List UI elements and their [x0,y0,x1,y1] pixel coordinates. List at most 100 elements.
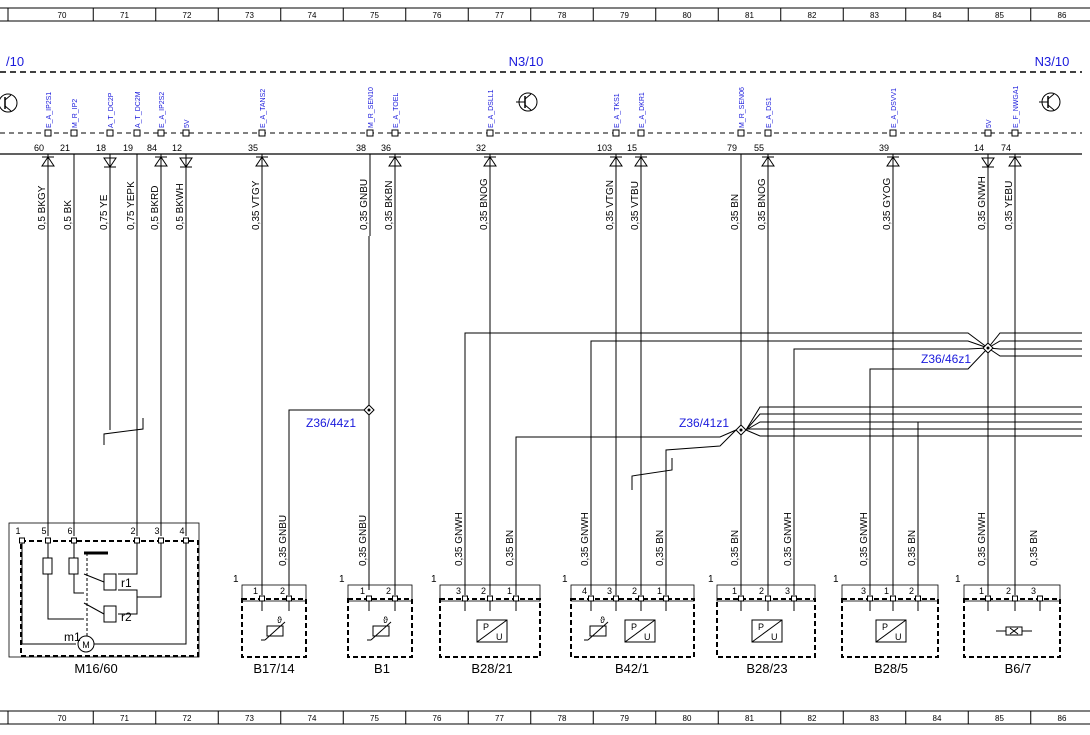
pin-number: 38 [356,143,366,153]
svg-text:P: P [758,622,764,632]
pin-number: 55 [754,143,764,153]
pin-number: 19 [123,143,133,153]
pin-number: 74 [1001,143,1011,153]
pin-number: 3 [607,586,612,596]
svg-text:U: U [496,632,503,642]
ruler-number: 83 [870,11,879,20]
pin-number: 39 [879,143,889,153]
ruler-number: 82 [808,11,817,20]
pin-number: 2 [130,526,135,536]
resistor-label: r1 [121,576,132,590]
splice-point [982,342,994,354]
ruler-number: 79 [620,11,629,20]
pin-number: 32 [476,143,486,153]
signal-name: 5V [986,119,993,128]
ruler-number: 75 [370,11,379,20]
ruler-number: 76 [433,11,442,20]
ruler-number: 71 [120,11,129,20]
ruler-number: 80 [683,11,692,20]
pin-number: 3 [861,586,866,596]
wire-label: 0,35 VTGY [251,180,262,230]
svg-text:ϑ: ϑ [383,615,388,625]
temperature-sensor-icon: ϑ [367,615,392,641]
pin-number: 1 [657,586,662,596]
wire-label: 0,5 BKWH [175,183,186,230]
ruler-number: 72 [183,714,192,723]
wire-label: 0,5 BKGY [37,185,48,230]
signal-name: E_A_TOEL [393,93,400,128]
wire-label: 0,35 GNWH [580,512,591,566]
wire-label: 0,35 GNWH [859,512,870,566]
wire-label: 0,35 GNBU [278,515,289,566]
pin-number: 2 [909,586,914,596]
pin-number: 60 [34,143,44,153]
ruler-number: 81 [745,714,754,723]
pin-number: 1 [253,586,258,596]
signal-name: A_T_DC2M [135,91,142,128]
component-label: B28/23 [746,661,787,676]
wire-label: 0,35 VTGN [605,180,616,230]
ruler-number: 78 [558,714,567,723]
pin-number: 15 [627,143,637,153]
splice-label: Z36/41z1 [679,416,729,430]
svg-text:ϑ: ϑ [277,615,282,625]
wire-label: 0,35 GNWH [977,176,988,230]
pin-number: 1 [507,586,512,596]
temperature-sensor-icon: ϑ [584,615,609,641]
signal-name: E_A_DKR1 [639,92,646,128]
sensor-icon [996,626,1032,636]
svg-text:U: U [895,632,902,642]
ruler-number: 85 [995,11,1004,20]
pin-number: 5 [41,526,46,536]
wire-label: 0,35 GYOG [882,178,893,230]
signal-name: E_A_DS1 [766,97,773,128]
pressure-sensor-icon: PU [751,619,783,643]
svg-text:P: P [631,622,637,632]
ruler-number: 80 [683,714,692,723]
svg-text:ϑ: ϑ [600,615,605,625]
ruler-number: 86 [1058,714,1067,723]
wire-label: 0,35 GNBU [358,515,369,566]
wire-label: 0,35 BN [1029,530,1040,566]
ruler-number: 84 [933,11,942,20]
wire-label: 0,35 GNWH [783,512,794,566]
wire-label: 0,35 GNWH [454,512,465,566]
wire-label: 0,5 BKRD [150,186,161,230]
connector-number: 1 [562,574,568,585]
transistor-icon [0,93,18,113]
wire-label: 0,35 GNWH [977,512,988,566]
signal-name: M_R_SEN10 [368,87,375,128]
svg-text:U: U [771,632,778,642]
ruler-number: 78 [558,11,567,20]
splice-label: Z36/46z1 [921,352,971,366]
ruler-number: 70 [58,714,67,723]
wire-label: 0,35 BN [730,194,741,230]
ruler-number: 81 [745,11,754,20]
pin-number: 18 [96,143,106,153]
component-label: B28/5 [874,661,908,676]
ruler-number: 74 [308,11,317,20]
component-label: B17/14 [253,661,294,676]
signal-name: E_A_IP2S2 [159,92,166,128]
pin-number: 4 [582,586,587,596]
pin-number: 3 [785,586,790,596]
unit-label-right: N3/10 [1035,54,1070,69]
pin-number: 12 [172,143,182,153]
pin-number: 1 [15,526,20,536]
signal-name: E_A_DSLL1 [488,89,495,128]
pin-number: 6 [67,526,72,536]
pin-number: 1 [360,586,365,596]
